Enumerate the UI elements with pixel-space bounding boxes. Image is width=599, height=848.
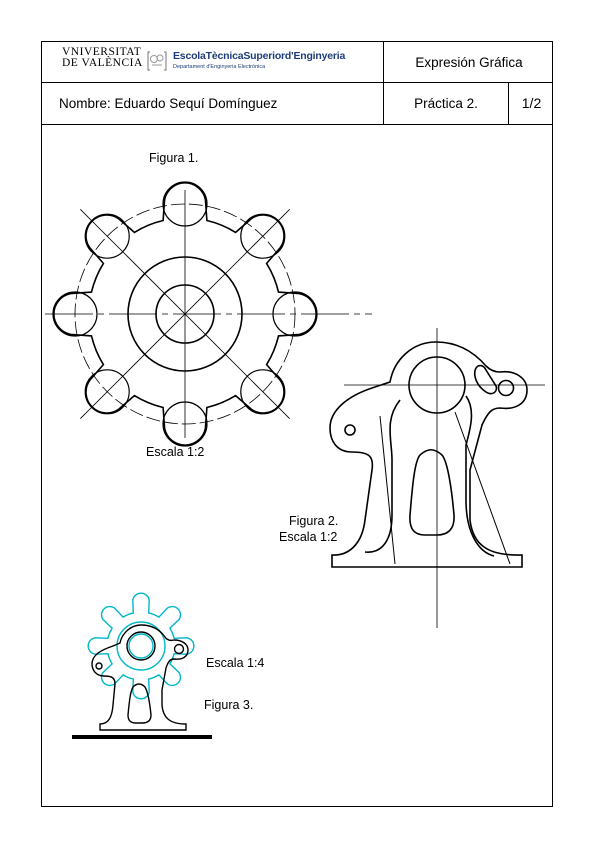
bracket-outline <box>329 341 528 568</box>
title-block: VNIVERSITAT DE VALÈNCIA EscolaTècnicaSup… <box>42 42 552 124</box>
school-name: EscolaTècnicaSuperiord'Enginyeria <box>173 50 346 62</box>
bracket-taper-right <box>454 411 511 565</box>
page-divider <box>508 83 509 124</box>
page-number: 1/2 <box>521 95 542 111</box>
bracket-slot <box>473 364 498 395</box>
bracket-bore <box>408 356 466 414</box>
bracket-right-hole <box>497 379 515 397</box>
overlay-gear-ring <box>116 621 166 671</box>
practice-number: Práctica 2. <box>414 95 478 111</box>
department-name: Departament d'Enginyeria Electrònica <box>173 64 266 70</box>
bracket-taper-left <box>379 415 396 565</box>
bracket-window <box>409 448 455 536</box>
figure2-scale: Escala 1:2 <box>279 530 338 544</box>
gear-center-lines <box>45 190 372 438</box>
overlay-gear-hub <box>128 633 154 659</box>
gear-diagonal-axis <box>80 209 290 419</box>
gear-tooth-circle <box>240 213 286 259</box>
figure1-gear <box>45 181 372 447</box>
gear-teeth <box>53 182 317 446</box>
figure3-assembly <box>72 592 212 739</box>
course-title: Expresión Gráfica <box>415 54 523 70</box>
student-name: Nombre: Eduardo Sequí Domínguez <box>59 95 278 111</box>
overlay-bracket <box>91 624 189 731</box>
gear-tooth-circle <box>84 213 130 259</box>
drawing-sheet: VNIVERSITAT DE VALÈNCIA EscolaTècnicaSup… <box>41 41 553 807</box>
gear-tooth-circle <box>240 369 286 415</box>
overlay-gear <box>87 592 195 700</box>
university-line1: VNIVERSITAT <box>62 46 142 58</box>
figure2-bracket <box>329 328 545 628</box>
university-logo: VNIVERSITAT DE VALÈNCIA <box>62 46 143 69</box>
figure3-title: Figura 3. <box>204 698 254 712</box>
school-emblem-icon <box>147 51 167 71</box>
figure2-title: Figura 2. <box>289 514 339 528</box>
header-bottom-border <box>42 124 552 125</box>
university-line2: DE VALÈNCIA <box>62 57 143 69</box>
title-row-divider <box>42 82 552 83</box>
overlay-gear-teeth <box>87 592 195 700</box>
figure1-title: Figura 1. <box>149 151 199 165</box>
gear-tooth-circle <box>84 369 130 415</box>
bracket-left-hole <box>344 424 356 436</box>
bracket-inner-rim <box>364 395 495 557</box>
gear-outline <box>52 181 318 447</box>
figure3-scale: Escala 1:4 <box>206 656 265 670</box>
figure1-scale: Escala 1:2 <box>146 445 205 459</box>
title-divider <box>383 42 384 124</box>
